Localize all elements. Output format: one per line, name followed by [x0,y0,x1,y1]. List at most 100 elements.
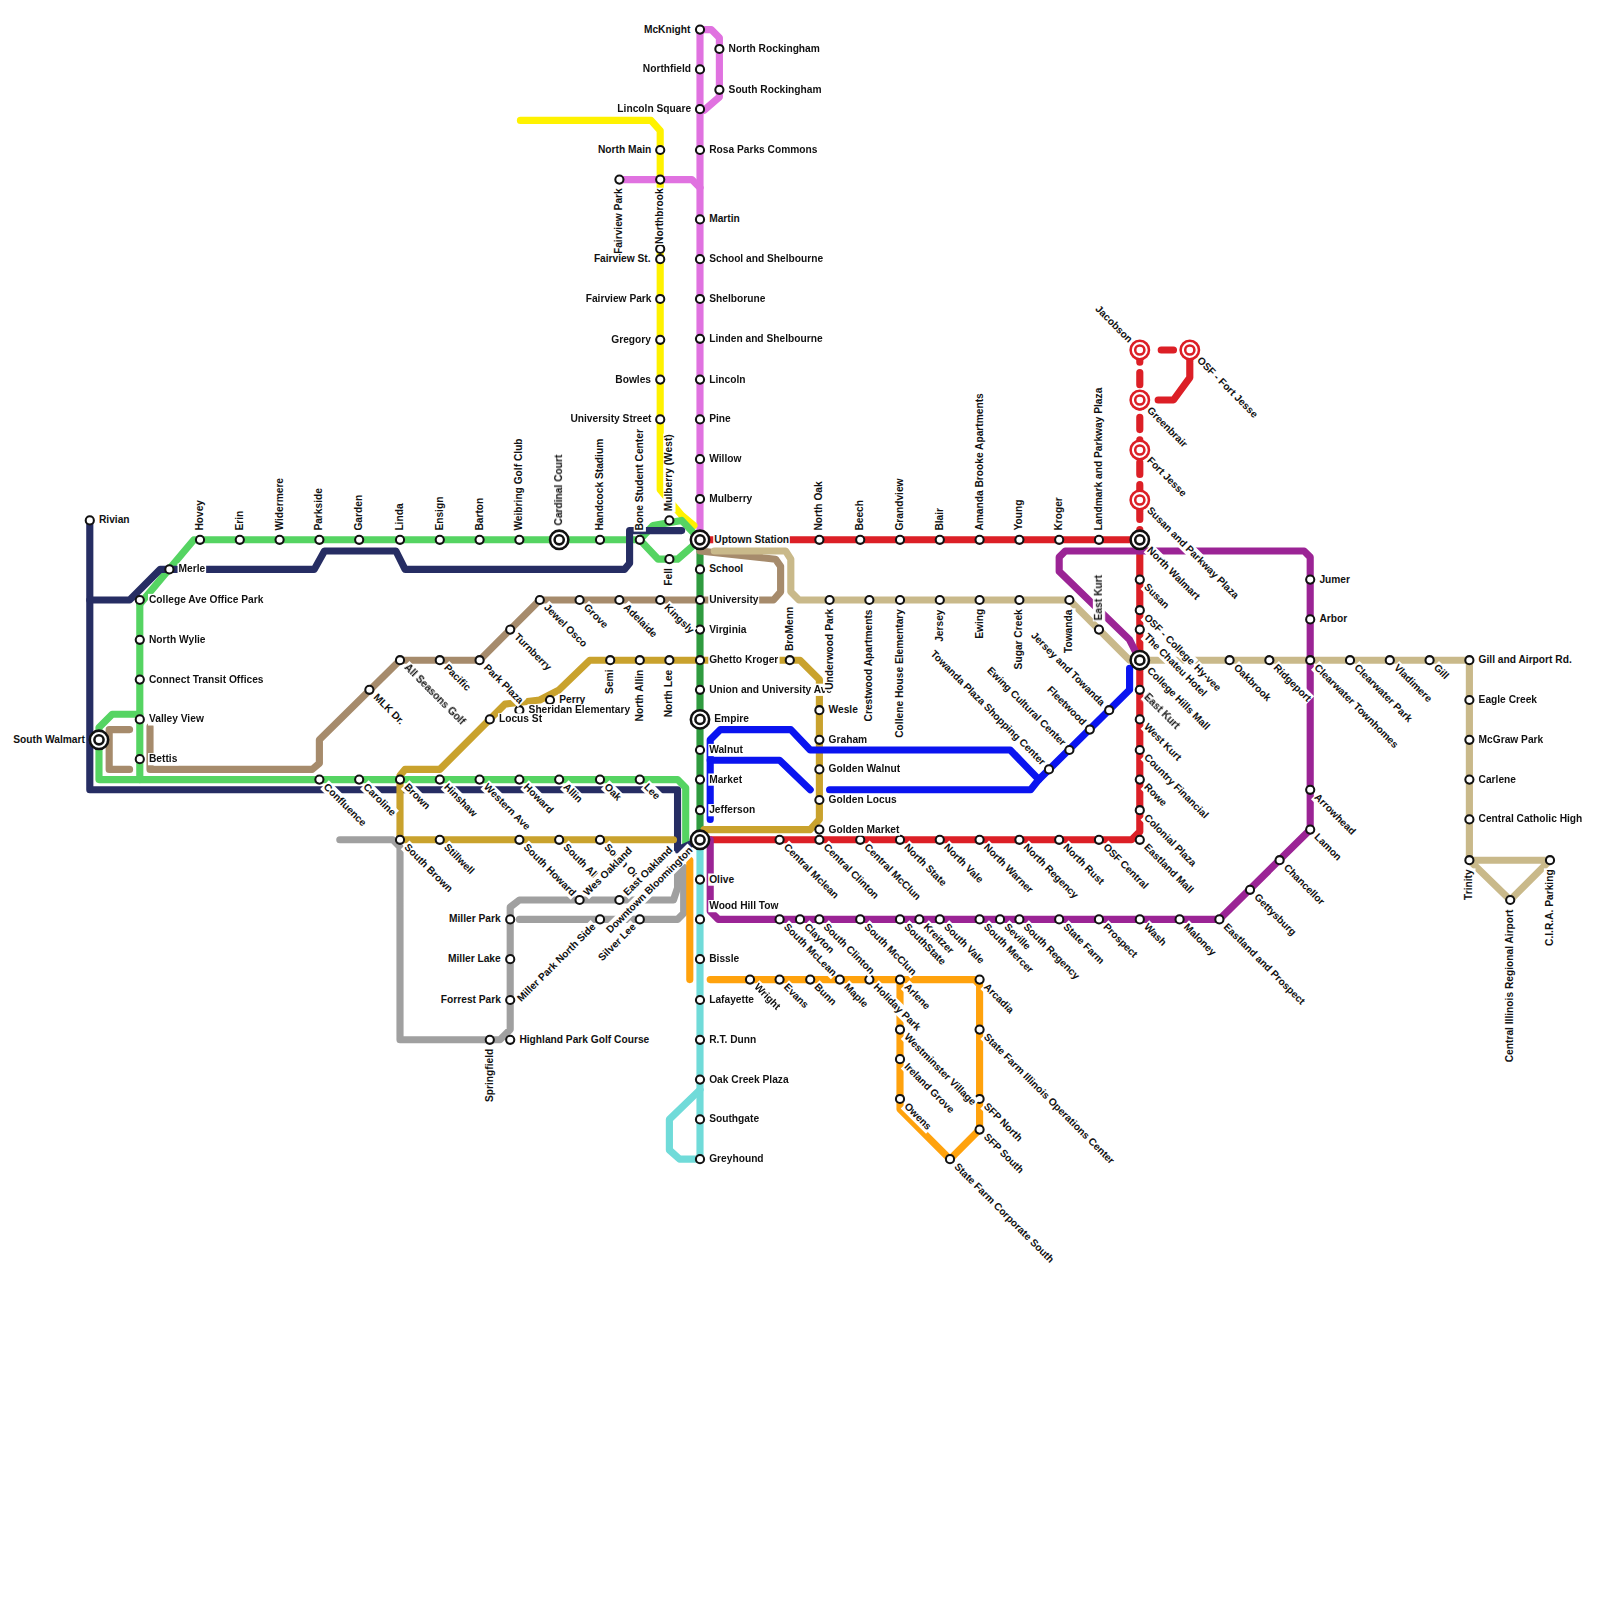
station-dot [815,765,823,773]
station-dot [1306,615,1314,623]
station-dot [976,836,984,844]
station-dot [506,955,514,963]
station-dot [436,836,444,844]
station-dot [636,915,644,923]
station-label: Mulberry (West) [663,433,675,512]
transit-line [520,120,693,525]
station-label: Greenbrair [1144,404,1191,451]
station-label: Wood Hill Tow [708,900,779,912]
station-label: Erin [234,510,246,532]
station-label: Rosa Parks Commons [708,144,818,156]
station-label: Springfield [484,1048,496,1103]
station-dot [696,776,704,784]
station-dot [696,146,704,154]
station-label: MLK Dr. [370,691,407,728]
station-label: North Rockingham [728,43,821,55]
station-dot [596,776,604,784]
station-label: Stillwell [441,841,478,878]
station-dot [596,836,604,844]
station-label: South Walmart [12,734,86,746]
station-dot [136,715,144,723]
interchange-core [1135,345,1144,354]
station-dot [815,836,823,844]
station-label: Lamon [1311,830,1345,864]
transit-line [669,1090,700,1159]
station-label: Bissle [708,953,740,965]
station-dot [1095,626,1103,634]
station-label: Landmark and Parkway Plaza [1093,387,1105,532]
station-dot [696,1036,704,1044]
station-label: Ghetto Kroger [708,654,779,666]
station-dot [276,536,284,544]
station-dot [136,676,144,684]
station-dot [396,776,404,784]
station-label: Ewing [973,608,985,640]
station-label: Martin [708,213,741,225]
station-dot [656,176,664,184]
station-label: Fairview St. [593,253,652,265]
station-label: Crestwood Apartments [863,609,875,723]
station-label: Forrest Park [440,994,502,1006]
station-dot [936,915,944,923]
station-label: Oakbrook [1230,661,1274,705]
station-dot [696,746,704,754]
station-dot [315,776,323,784]
station-dot [776,915,784,923]
station-label: Valley View [148,713,205,725]
station-label: Prospect [1100,920,1141,961]
station-label: Linda [394,502,406,531]
station-dot [1226,656,1234,664]
interchange-core [695,835,704,844]
interchange-core [555,535,564,544]
station-dot [1136,836,1144,844]
station-dot [696,915,704,923]
station-label: Market [708,773,743,785]
station-label: North Main [597,144,652,156]
transit-line [696,30,703,533]
station-dot [696,1076,704,1084]
station-dot [746,976,754,984]
station-label: McGraw Park [1478,734,1545,746]
station-label: Sugar Creek [1013,608,1025,670]
station-dot [896,915,904,923]
station-dot [355,776,363,784]
station-label: Southgate [708,1113,760,1125]
transit-line [710,730,1039,820]
station-dot [165,565,173,573]
station-label: Golden Locus [828,794,898,806]
station-dot [1015,915,1023,923]
station-dot [1546,856,1554,864]
transit-line [696,850,703,1159]
station-label: Mulberry [708,493,753,505]
station-dot [486,1036,494,1044]
station-label: Semi [604,668,616,694]
station-dot [826,596,834,604]
interchange-ring [1131,651,1149,669]
station-dot [1465,815,1473,823]
station-dot [996,915,1004,923]
interchange-core [94,735,103,744]
station-dot [476,656,484,664]
station-dot [696,335,704,343]
station-dot [656,415,664,423]
station-label: Trinity [1463,868,1475,901]
station-dot [636,536,644,544]
station-label: North Allin [634,669,646,723]
station-dot [1015,536,1023,544]
station-label: Fairview Park [613,187,625,255]
station-label: Miller Park [448,913,502,925]
interchange-ring [691,831,709,849]
station-dot [915,915,923,923]
station-label: Gettysburg [1251,891,1300,940]
station-dot [196,536,204,544]
station-label: Jacobson [1092,302,1136,346]
station-dot [936,596,944,604]
station-label: North Oak [813,480,825,531]
station-dot [1095,536,1103,544]
transit-line [1059,551,1140,660]
station-dot [896,596,904,604]
station-dot [896,1055,904,1063]
station-dot [546,696,554,704]
station-dot [1136,576,1144,584]
